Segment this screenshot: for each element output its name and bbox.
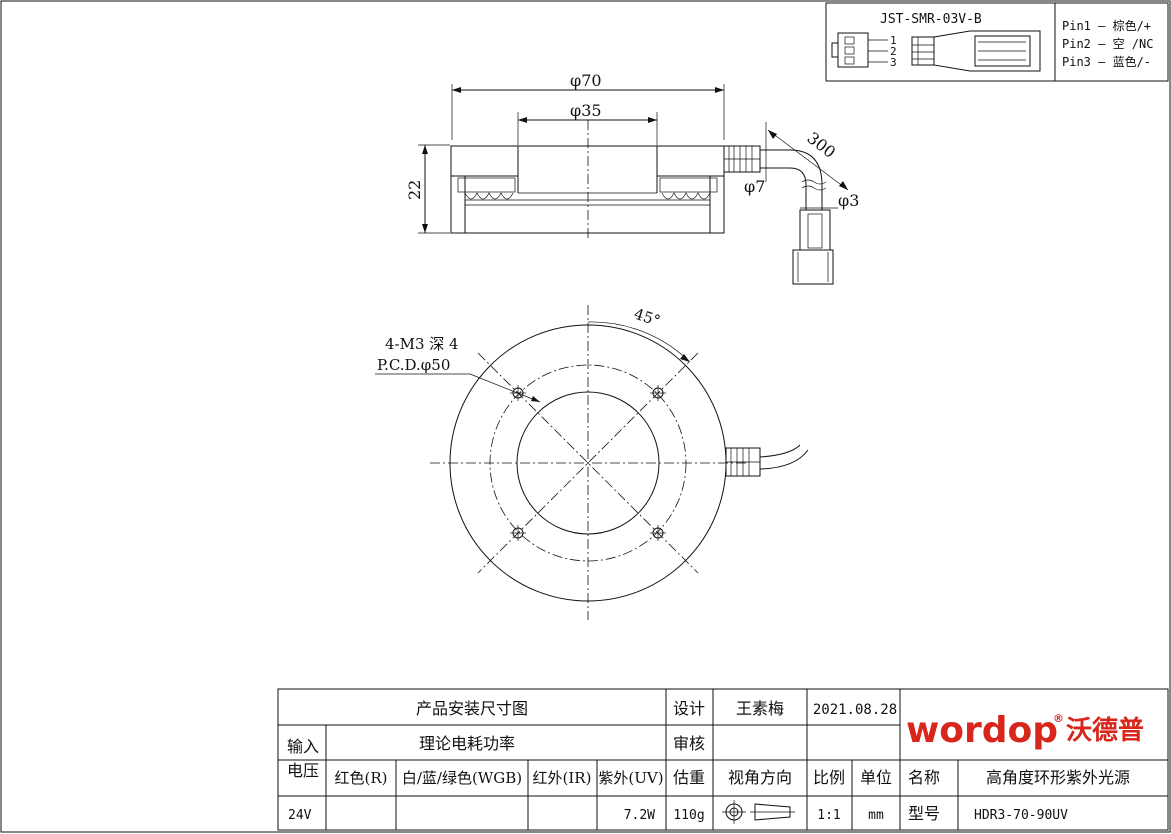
- input-voltage-label-2: 电压: [287, 761, 319, 780]
- header-uv: 紫外(UV): [598, 769, 663, 787]
- logo-registered: ®: [1053, 712, 1064, 725]
- pin3-text: Pin3 — 蓝色/-: [1062, 55, 1151, 69]
- review-label: 审核: [673, 734, 705, 753]
- logo-chinese: 沃德普: [1066, 715, 1144, 746]
- projection-symbol-icon: [722, 800, 795, 824]
- header-view: 视角方向: [728, 768, 792, 787]
- header-unit: 单位: [860, 768, 892, 787]
- product-name: 高角度环形紫外光源: [986, 768, 1130, 787]
- pin1-text: Pin1 — 棕色/+: [1062, 18, 1151, 33]
- designer-name: 王素梅: [736, 699, 784, 718]
- scale-value: 1:1: [817, 808, 840, 823]
- design-label: 设计: [673, 699, 705, 718]
- dim-cable-length: 300: [804, 128, 840, 162]
- header-weight: 估重: [673, 768, 705, 787]
- dim-angle: 45°: [632, 305, 663, 330]
- logo-wordmark: wordop: [906, 710, 1058, 751]
- dim-cable-dia: φ7: [744, 177, 765, 196]
- pin2-text: Pin2 — 空 /NC: [1062, 37, 1153, 51]
- header-ir: 红外(IR): [533, 769, 592, 787]
- voltage-value: 24V: [288, 808, 312, 823]
- uv-power-value: 7.2W: [624, 808, 655, 823]
- header-red: 红色(R): [335, 769, 388, 787]
- pin-number-2: 2: [890, 45, 897, 58]
- pin-number-1: 1: [890, 34, 897, 47]
- header-name: 名称: [908, 768, 940, 787]
- drawing-title: 产品安装尺寸图: [416, 699, 528, 718]
- weight-value: 110g: [673, 808, 704, 823]
- power-label: 理论电耗功率: [419, 734, 515, 753]
- model-value: HDR3-70-90UV: [974, 808, 1068, 823]
- pcd-spec: P.C.D.φ50: [377, 356, 450, 374]
- header-scale: 比例: [813, 768, 845, 787]
- connector-box: JST-SMR-03V-B 1 2 3 Pin1 — 棕色/+ Pin2 — 空…: [825, 2, 1169, 82]
- input-voltage-label-1: 输入: [287, 737, 319, 756]
- side-view: φ70 φ35 22: [405, 71, 859, 285]
- header-wgb: 白/蓝/绿色(WGB): [402, 769, 522, 787]
- dim-outer-dia: φ70: [570, 71, 602, 90]
- top-view: 45° 4-M3 深 4 P.C.D.φ50: [375, 305, 809, 620]
- pin-number-3: 3: [890, 56, 897, 69]
- title-block: [277, 688, 1169, 831]
- connector-title: JST-SMR-03V-B: [880, 12, 982, 27]
- drawing-date: 2021.08.28: [813, 702, 897, 718]
- holes-spec: 4-M3 深 4: [385, 335, 459, 353]
- dim-height: 22: [405, 180, 424, 200]
- unit-value: mm: [868, 808, 884, 823]
- dim-wire-dia: φ3: [838, 191, 859, 210]
- dim-inner-dia: φ35: [570, 101, 602, 120]
- model-label: 型号: [908, 804, 940, 823]
